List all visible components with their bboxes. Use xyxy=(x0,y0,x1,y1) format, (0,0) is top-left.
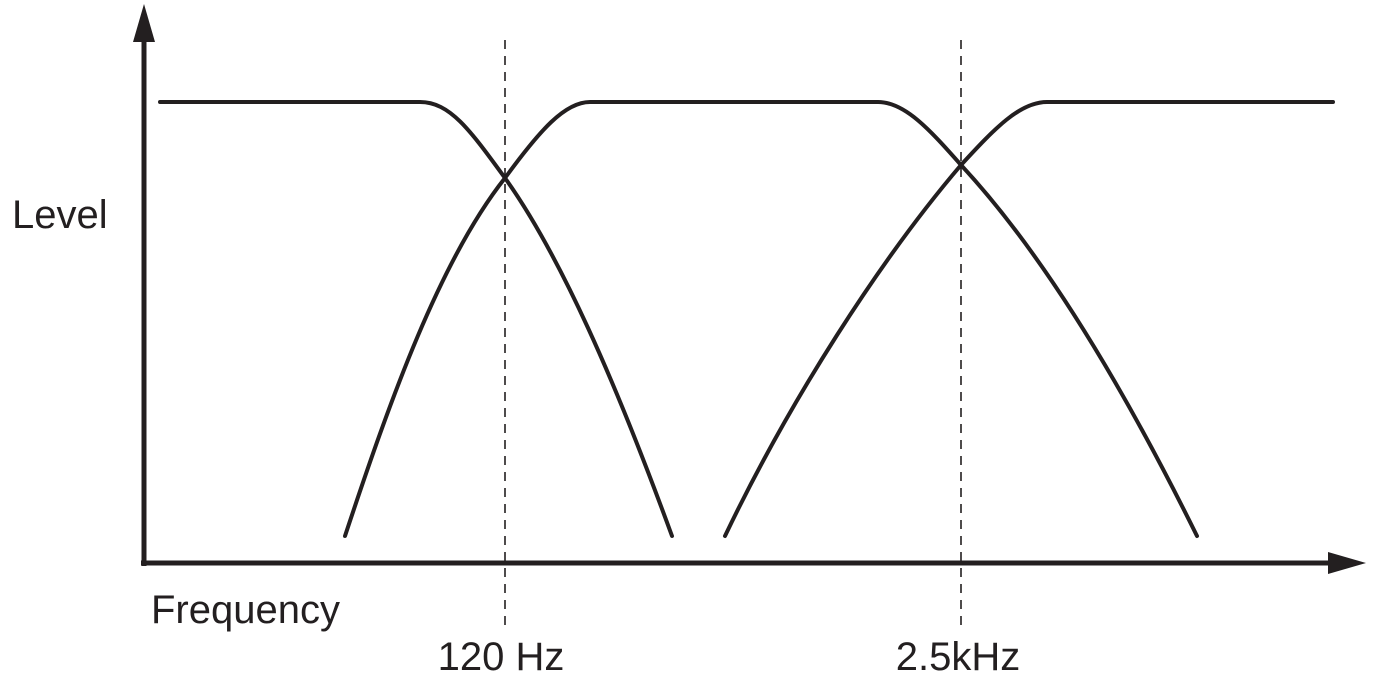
y-axis-arrowhead xyxy=(133,4,155,42)
y-axis-label: Level xyxy=(12,193,108,237)
crossover-label-120hz: 120 Hz xyxy=(438,635,565,678)
x-axis-arrowhead xyxy=(1328,552,1366,574)
crossover-label-2-5khz: 2.5kHz xyxy=(896,635,1021,678)
high-pass-curve xyxy=(723,100,1335,538)
band-pass-curve xyxy=(343,100,1199,538)
low-pass-curve xyxy=(158,100,674,538)
x-axis-label: Frequency xyxy=(151,588,340,632)
